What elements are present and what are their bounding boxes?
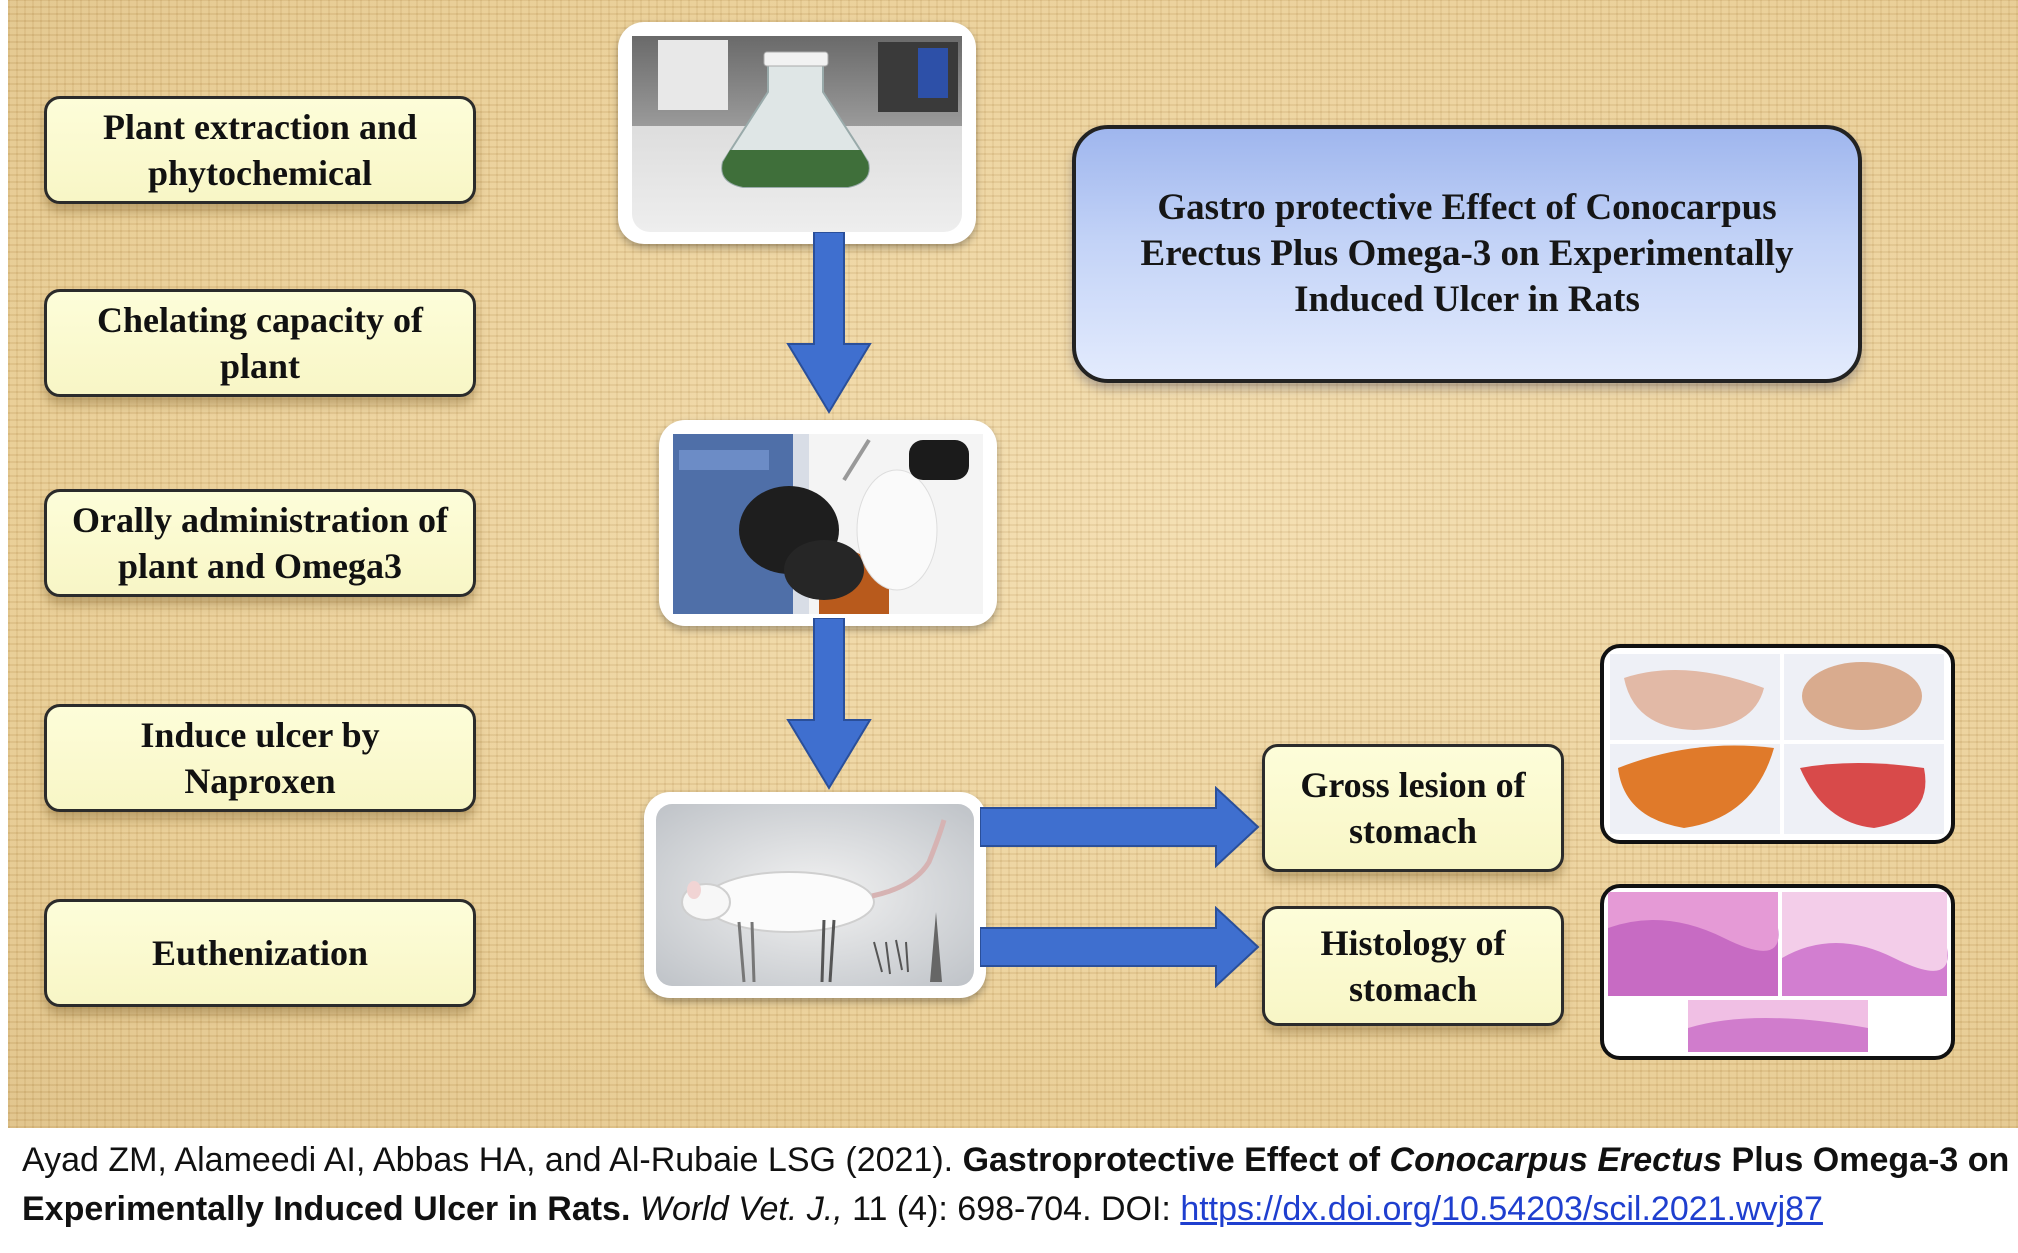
result-gross-lesion: Gross lesion of stomach	[1262, 744, 1564, 872]
citation-title-part1: Gastroprotective Effect of	[962, 1141, 1390, 1179]
flask-extract-photo	[618, 22, 976, 244]
arrow-right-icon	[980, 906, 1260, 988]
step-euthenization: Euthenization	[44, 899, 476, 1007]
citation: Ayad ZM, Alameedi AI, Abbas HA, and Al-R…	[22, 1136, 2012, 1234]
step-chelating-capacity: Chelating capacity of plant	[44, 289, 476, 397]
arrow-down-icon	[786, 618, 872, 790]
gross-lesion-photos	[1600, 644, 1955, 844]
citation-authors: Ayad ZM, Alameedi AI, Abbas HA, and Al-R…	[22, 1141, 963, 1179]
citation-volume: 11 (4): 698-704. DOI:	[842, 1190, 1181, 1228]
step-plant-extraction: Plant extraction and phytochemical	[44, 96, 476, 204]
step-induce-ulcer: Induce ulcer by Naproxen	[44, 704, 476, 812]
arrow-right-icon	[980, 786, 1260, 868]
dissection-rat-photo	[644, 792, 986, 998]
histology-photos	[1600, 884, 1955, 1060]
citation-title-species: Conocarpus Erectus	[1389, 1141, 1723, 1179]
doi-link[interactable]: https://dx.doi.org/10.54203/scil.2021.wv…	[1180, 1190, 1823, 1228]
oral-administration-photo	[659, 420, 997, 626]
citation-title-part2: Plus Omega-3 on Experimentally Induced U…	[22, 1141, 2010, 1228]
arrow-down-icon	[786, 232, 872, 414]
diagram-title: Gastro protective Effect of Conocarpus E…	[1072, 125, 1862, 383]
result-histology: Histology of stomach	[1262, 906, 1564, 1026]
step-oral-administration: Orally administration of plant and Omega…	[44, 489, 476, 597]
citation-journal: World Vet. J.,	[630, 1190, 843, 1228]
